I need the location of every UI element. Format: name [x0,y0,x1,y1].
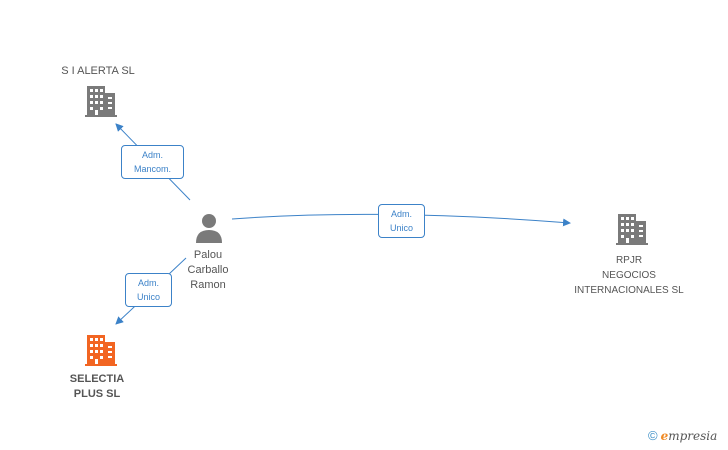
label-line: Palou [193,249,223,261]
empresia-logo-e: e [660,429,669,443]
relation-label-adm-mancom[interactable]: Adm. Mancom. [121,145,184,179]
node-label-rpjr[interactable]: RPJR NEGOCIOS INTERNACIONALES SL [562,253,696,298]
empresia-watermark: ©empresia [648,428,717,443]
node-label-person[interactable]: Palou Carballo Ramon [168,248,248,293]
label-line: NEGOCIOS [602,270,656,281]
label-line: RPJR [615,255,643,266]
label-line: Carballo [187,264,229,276]
empresia-brand: mpresia [668,429,718,443]
label-line: Ramon [190,279,226,291]
person-icon[interactable] [196,214,222,243]
node-label-selectia[interactable]: SELECTIA PLUS SL [52,372,142,402]
relation-line: Adm. [141,150,163,160]
building-icon-selectia[interactable] [85,335,117,366]
label-line: SELECTIA [69,373,125,385]
relation-line: Adm. [390,209,412,219]
node-label-s-i-alerta[interactable]: S I ALERTA SL [48,64,148,79]
building-icon-rpjr[interactable] [616,214,648,245]
label-line: PLUS SL [73,388,121,400]
relation-line: Adm. [137,278,159,288]
label-line: INTERNACIONALES SL [574,285,684,296]
relation-line: Unico [136,292,160,302]
relation-line: Unico [389,223,413,233]
relation-line: Mancom. [133,164,171,174]
building-icon-s-i-alerta[interactable] [85,86,117,117]
relation-label-adm-unico-rpjr[interactable]: Adm. Unico [378,204,425,238]
copyright-symbol: © [648,428,658,443]
relation-label-adm-unico-selectia[interactable]: Adm. Unico [125,273,172,307]
label-line: S I ALERTA SL [61,65,135,77]
